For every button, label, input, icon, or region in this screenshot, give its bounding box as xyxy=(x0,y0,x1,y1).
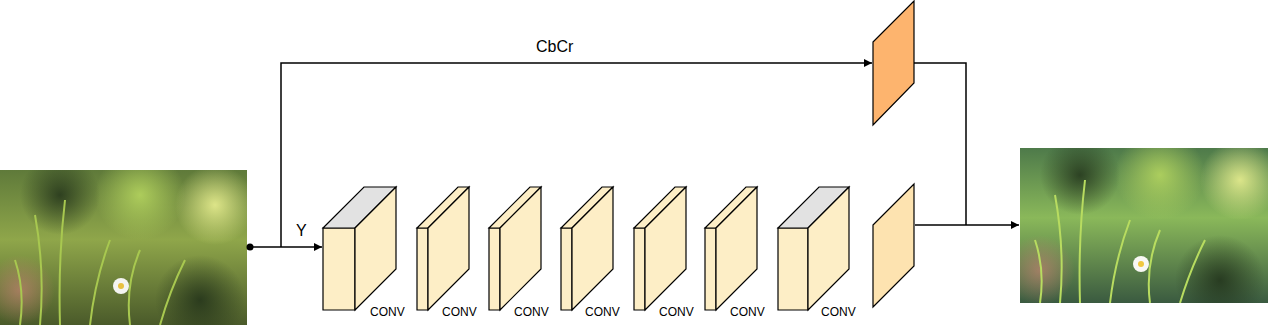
conv-block: CONV xyxy=(705,187,757,321)
output-photo xyxy=(1020,148,1268,303)
layer-label: CONV xyxy=(370,305,405,319)
conv-block: CONV xyxy=(634,187,686,321)
conv-shape xyxy=(778,187,851,312)
layer-label: CONV xyxy=(585,305,620,319)
conv-shape xyxy=(489,187,543,312)
signal-label: CbCr xyxy=(536,38,573,56)
layer-label: CONV xyxy=(659,305,694,319)
conv-block: CONV xyxy=(561,187,613,321)
layer-label: CONV xyxy=(821,305,856,319)
conv-shape xyxy=(417,187,471,312)
conv-block: CONV xyxy=(417,187,469,321)
layer-label: CONV xyxy=(442,305,477,319)
conv-block: CONV xyxy=(489,187,541,321)
conv-shape xyxy=(705,187,759,312)
split-dot xyxy=(247,244,254,251)
conv-shape xyxy=(634,187,688,312)
cbcr-slab xyxy=(873,1,914,125)
conv-shape xyxy=(561,187,615,312)
layer-label: CONV xyxy=(730,305,765,319)
output-slab xyxy=(873,184,914,307)
conv-block: CONV xyxy=(778,187,849,321)
layer-label: CONV xyxy=(514,305,549,319)
signal-label: Y xyxy=(296,222,307,240)
conv-shape xyxy=(323,187,398,312)
input-photo xyxy=(0,170,247,325)
conv-block: CONV xyxy=(323,187,396,321)
